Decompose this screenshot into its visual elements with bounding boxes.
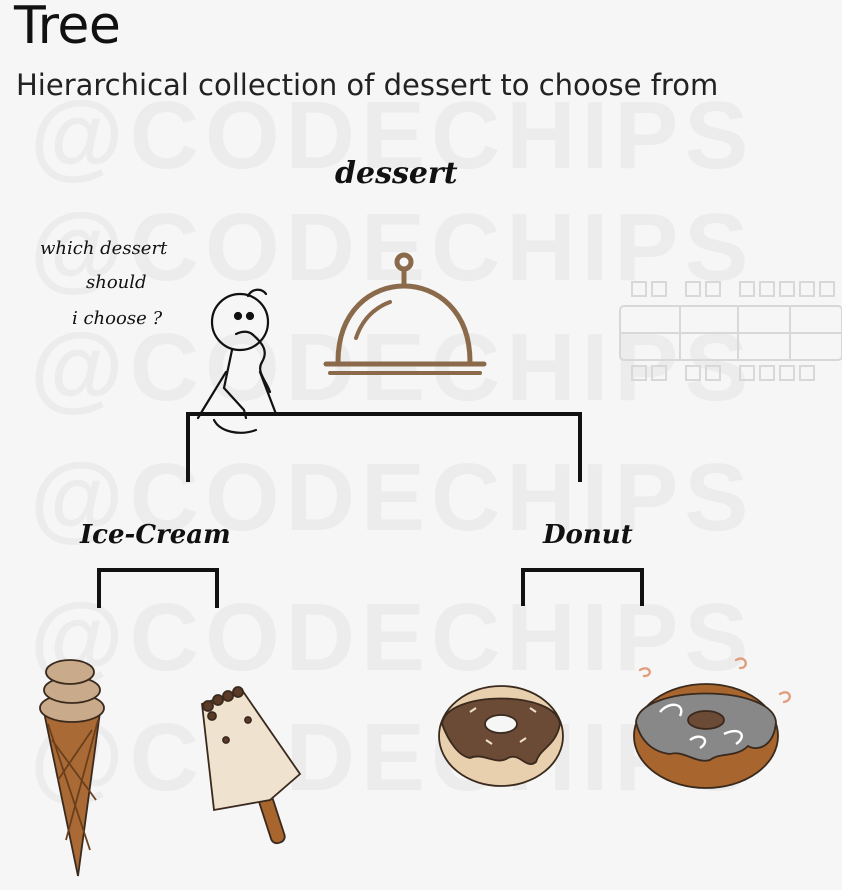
thought-line-1: which dessert (40, 238, 168, 259)
watermark-row-4: @CODECHIPS (30, 450, 755, 546)
page-title: Tree (14, 0, 121, 56)
popsicle-icon (201, 686, 302, 845)
watermark-row-5: @CODECHIPS (30, 590, 755, 686)
keyboard-icon (619, 281, 842, 381)
watermark-row-2: @CODECHIPS (30, 200, 755, 296)
donut-node-label: Donut (543, 520, 633, 550)
page-subtitle: Hierarchical collection of dessert to ch… (16, 68, 719, 102)
watermark-row-3: @CODECHIPS (30, 320, 755, 416)
ice-cream-node-label: Ice-Cream (80, 520, 231, 550)
thought-line-3: i choose ? (72, 308, 163, 329)
glazed-donut-icon (633, 683, 779, 789)
ice-cream-cone-icon (39, 659, 105, 877)
cloche-icon (323, 252, 487, 375)
watermark-row-1: @CODECHIPS (30, 88, 755, 184)
watermark-row-6: @CODECHIPS (30, 710, 755, 806)
root-node-label: dessert (335, 156, 458, 191)
thought-line-2: should (86, 272, 147, 293)
tree-edges (97, 412, 644, 608)
chocolate-donut-icon (438, 685, 564, 787)
steam-icon (638, 657, 791, 704)
thinking-person-icon (196, 288, 278, 434)
